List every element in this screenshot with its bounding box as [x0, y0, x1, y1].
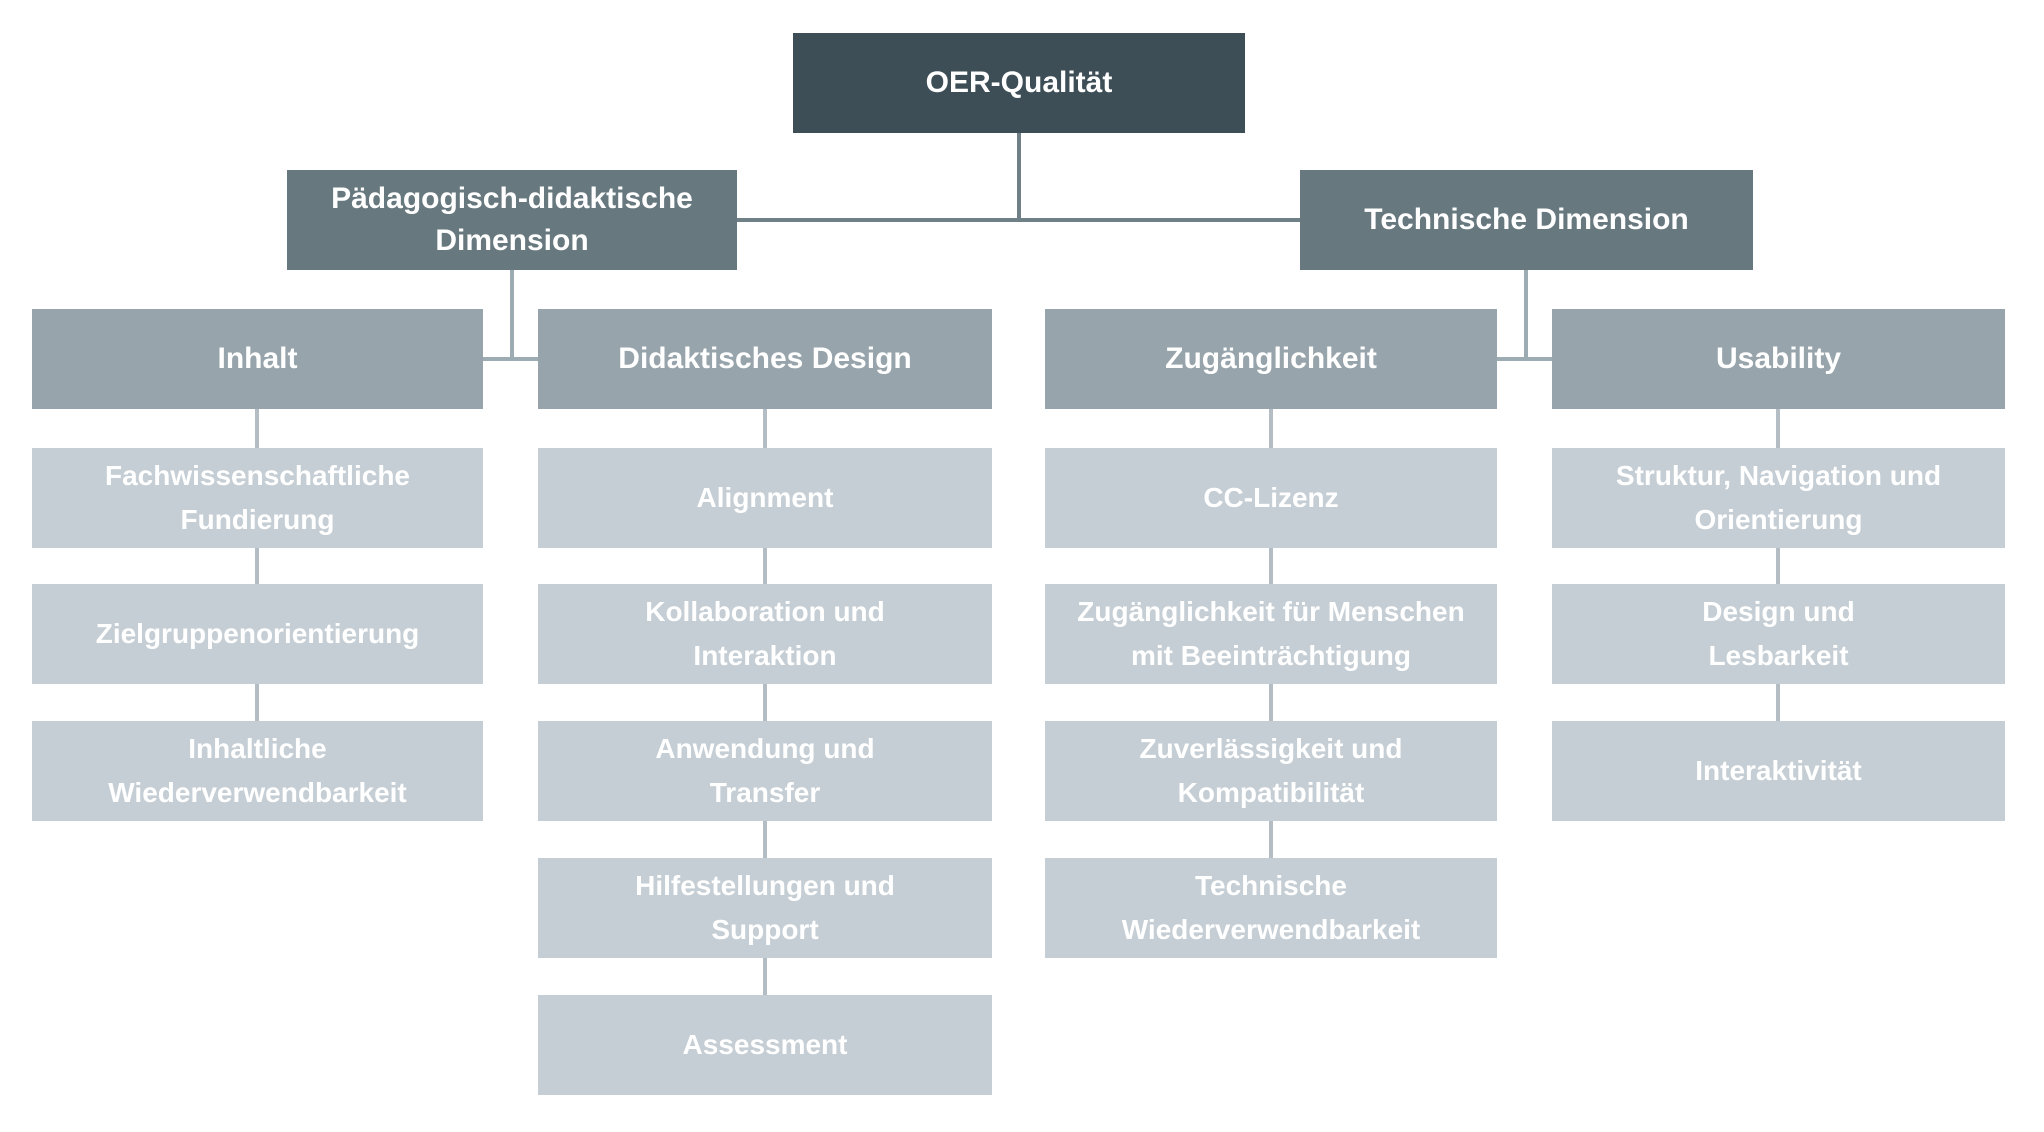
connector-col2-seg3 [763, 684, 767, 721]
connector-col2-seg4 [763, 821, 767, 858]
connector-col2-seg1 [763, 409, 767, 448]
node-design-und-lesbarkeit: Design und Lesbarkeit [1552, 584, 2005, 684]
connector-col4-seg3 [1776, 684, 1780, 721]
connector-root-horizontal [737, 218, 1300, 222]
node-hilfestellungen-und-support: Hilfestellungen und Support [538, 858, 992, 958]
node-usability: Usability [1552, 309, 2005, 409]
node-technische-dimension: Technische Dimension [1300, 170, 1753, 270]
node-oer-qualitaet: OER-Qualität [793, 33, 1245, 133]
connector-dim2-vertical [1524, 270, 1528, 361]
node-zuverlaessigkeit-und-kompatibilitaet: Zuverlässigkeit und Kompatibilität [1045, 721, 1497, 821]
node-technische-wiederverwendbarkeit: Technische Wiederverwendbarkeit [1045, 858, 1497, 958]
connector-col2-seg2 [763, 548, 767, 584]
connector-col3-seg1 [1269, 409, 1273, 448]
connector-col2-seg5 [763, 958, 767, 995]
connector-root-vertical [1017, 133, 1021, 222]
node-interaktivitaet: Interaktivität [1552, 721, 2005, 821]
node-inhalt: Inhalt [32, 309, 483, 409]
connector-col1-seg1 [255, 409, 259, 448]
connector-dim1-horizontal [483, 357, 538, 361]
node-zugaenglichkeit-fuer-menschen-mit-beeintraechtigung: Zugänglichkeit für Menschen mit Beeinträ… [1045, 584, 1497, 684]
node-zielgruppenorientierung: Zielgruppenorientierung [32, 584, 483, 684]
connector-dim1-vertical [510, 270, 514, 361]
connector-col3-seg2 [1269, 548, 1273, 584]
connector-col3-seg4 [1269, 821, 1273, 858]
connector-col4-seg1 [1776, 409, 1780, 448]
connector-col1-seg2 [255, 548, 259, 584]
node-paedagogisch-didaktische-dimension: Pädagogisch-didaktische Dimension [287, 170, 737, 270]
connector-col4-seg2 [1776, 548, 1780, 584]
node-struktur-navigation-und-orientierung: Struktur, Navigation und Orientierung [1552, 448, 2005, 548]
node-inhaltliche-wiederverwendbarkeit: Inhaltliche Wiederverwendbarkeit [32, 721, 483, 821]
node-anwendung-und-transfer: Anwendung und Transfer [538, 721, 992, 821]
node-assessment: Assessment [538, 995, 992, 1095]
connector-col3-seg3 [1269, 684, 1273, 721]
node-fachwissenschaftliche-fundierung: Fachwissenschaftliche Fundierung [32, 448, 483, 548]
node-alignment: Alignment [538, 448, 992, 548]
node-kollaboration-und-interaktion: Kollaboration und Interaktion [538, 584, 992, 684]
connector-dim2-horizontal [1497, 357, 1552, 361]
connector-col1-seg3 [255, 684, 259, 721]
node-didaktisches-design: Didaktisches Design [538, 309, 992, 409]
node-cc-lizenz: CC-Lizenz [1045, 448, 1497, 548]
node-zugaenglichkeit: Zugänglichkeit [1045, 309, 1497, 409]
